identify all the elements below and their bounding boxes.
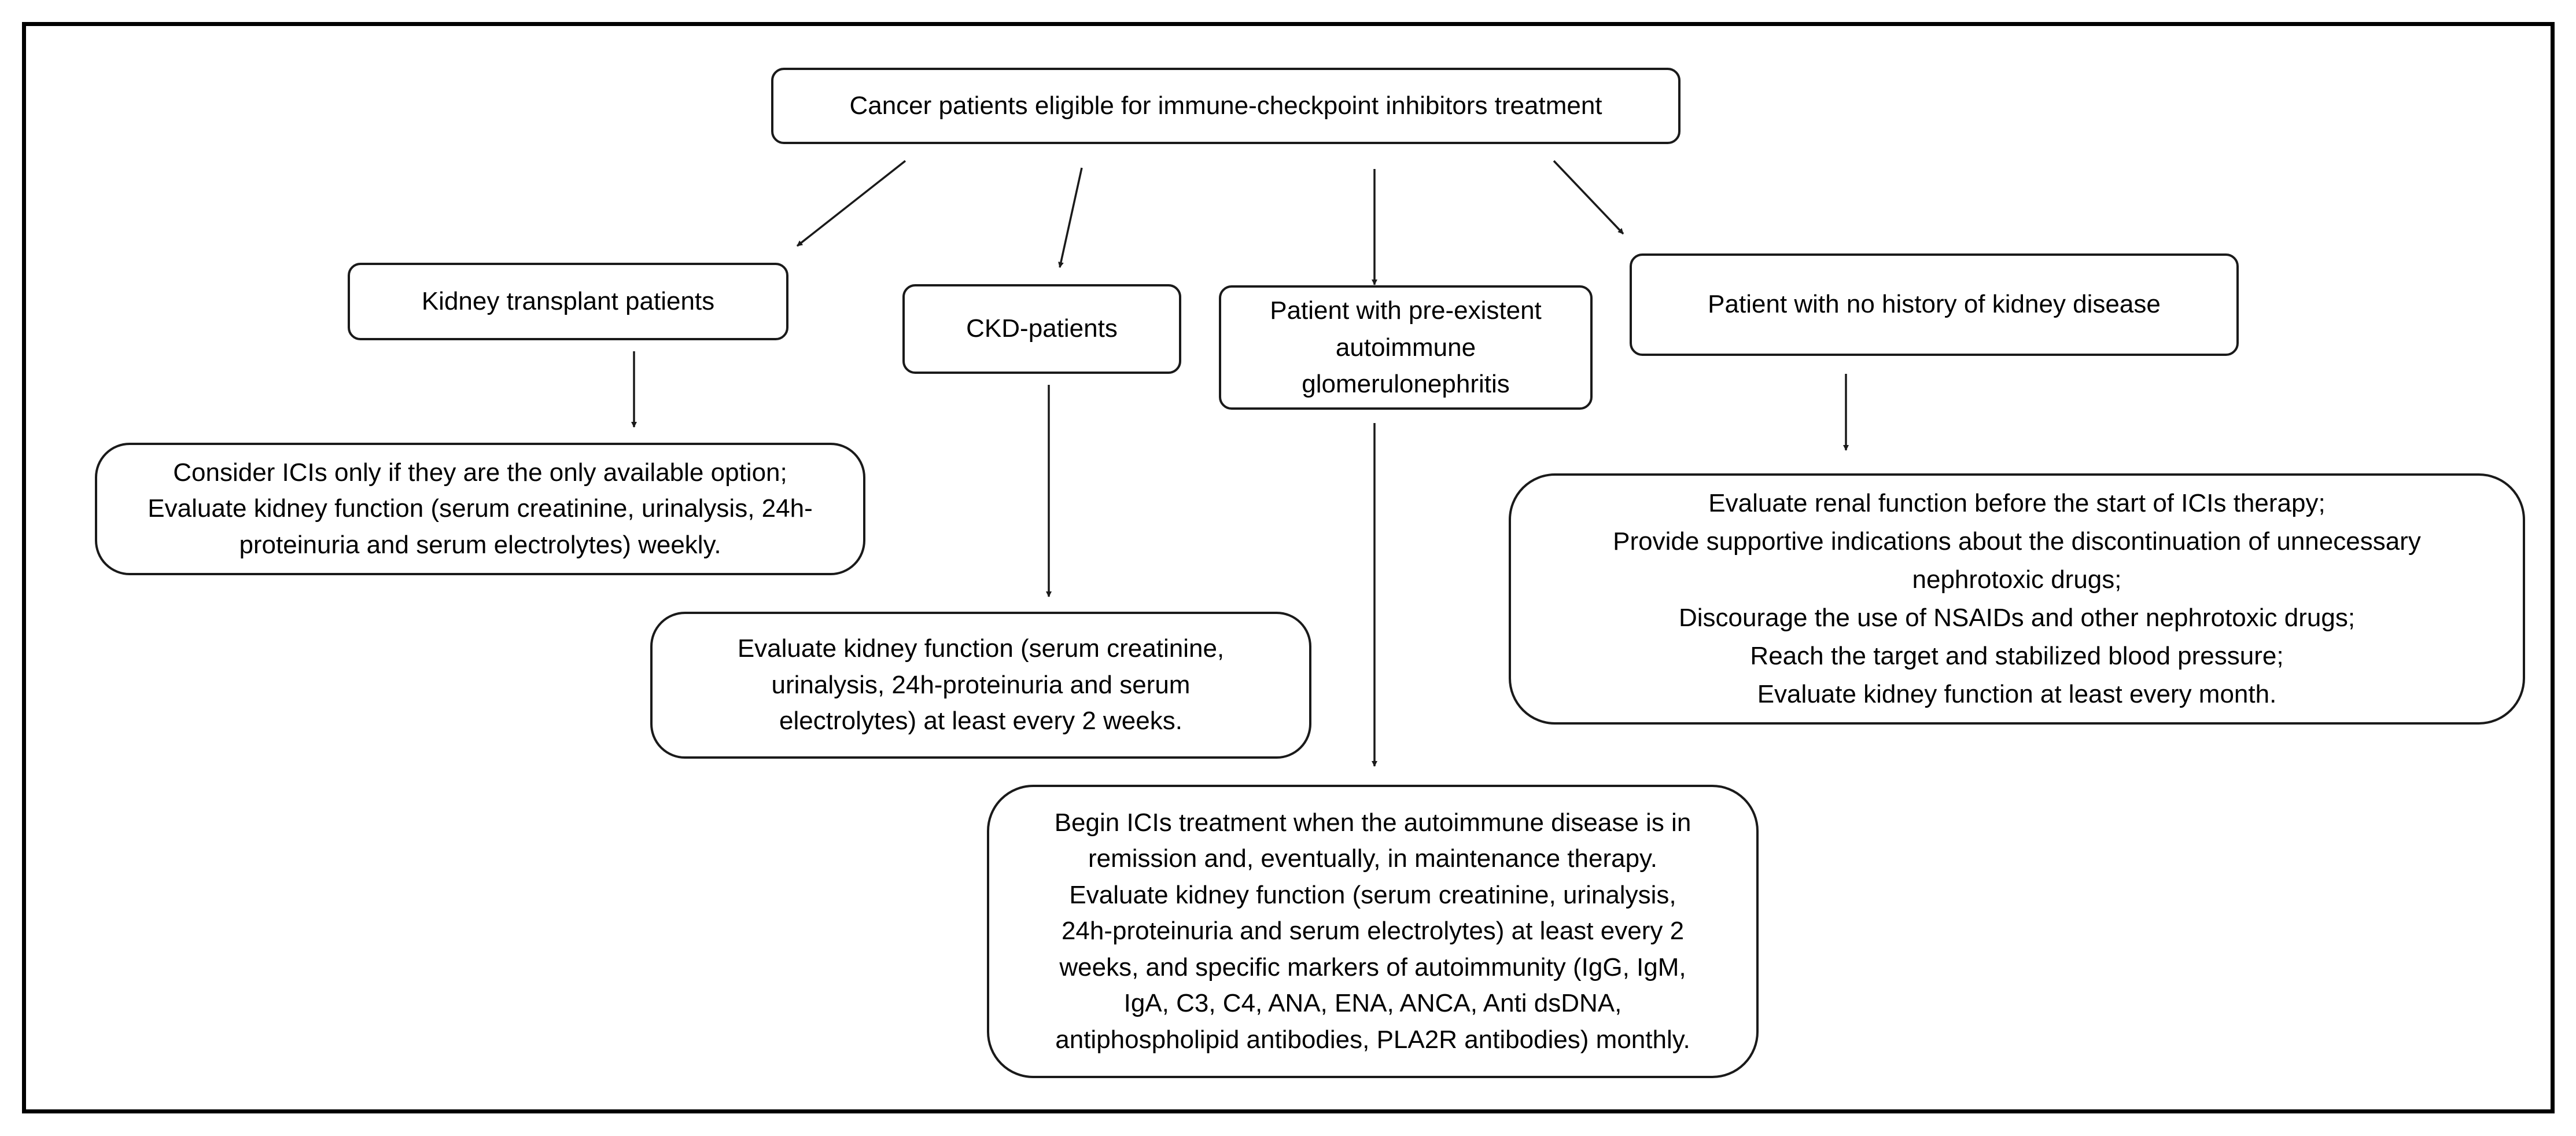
autoimmune-gn-node: Patient with pre-existent autoimmune glo… xyxy=(1219,285,1593,410)
ckd-recommendation: Evaluate kidney function (serum creatini… xyxy=(650,612,1311,759)
ckd-node: CKD-patients xyxy=(902,284,1181,374)
diagram-frame xyxy=(22,22,2555,1113)
no-kidney-history-recommendation: Evaluate renal function before the start… xyxy=(1509,473,2525,725)
no-kidney-history-node: Patient with no history of kidney diseas… xyxy=(1630,253,2239,356)
kidney-transplant-recommendation: Consider ICIs only if they are the only … xyxy=(95,443,865,575)
kidney-transplant-node: Kidney transplant patients xyxy=(348,263,788,340)
root-node: Cancer patients eligible for immune-chec… xyxy=(771,68,1681,144)
autoimmune-gn-recommendation: Begin ICIs treatment when the autoimmune… xyxy=(987,785,1759,1078)
